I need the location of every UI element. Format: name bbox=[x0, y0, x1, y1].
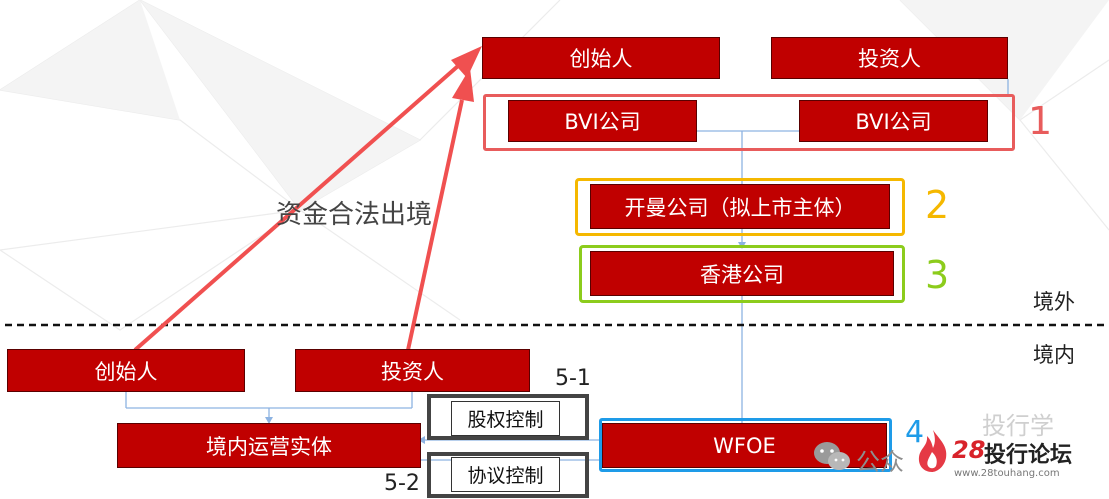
hongkong-company-box: 香港公司 bbox=[590, 251, 894, 296]
onshore-investor-box: 投资人 bbox=[295, 349, 530, 392]
capital-outflow-label: 资金合法出境 bbox=[276, 200, 433, 230]
arrow-head-investor bbox=[452, 68, 474, 102]
arrow-head-founder bbox=[451, 46, 482, 78]
wechat-icon bbox=[814, 442, 850, 470]
step-number-1: 1 bbox=[1028, 99, 1053, 143]
equity-control-frame bbox=[427, 394, 589, 440]
watermark-faint-text: 投行学 bbox=[982, 412, 1054, 440]
bvi-company-right-box: BVI公司 bbox=[799, 100, 988, 142]
cayman-company-box: 开曼公司（拟上市主体） bbox=[590, 184, 890, 229]
step1-frame bbox=[483, 94, 1015, 151]
operating-entity-box: 境内运营实体 bbox=[117, 423, 421, 468]
step-label-5-1: 5-1 bbox=[555, 366, 591, 391]
agreement-control-label: 协议控制 bbox=[451, 457, 560, 492]
watermark-url: www.28touhang.com bbox=[954, 468, 1060, 479]
step-label-5-2: 5-2 bbox=[384, 471, 420, 496]
step-number-2: 2 bbox=[925, 183, 950, 227]
offshore-investor-box: 投资人 bbox=[771, 37, 1008, 79]
watermark: 投行学 公众 28 投行论坛 www.28touhang.com bbox=[808, 412, 1108, 496]
watermark-forum-prefix: 28 bbox=[952, 436, 986, 464]
bvi-company-left-box: BVI公司 bbox=[508, 100, 697, 142]
step-number-3: 3 bbox=[925, 253, 950, 297]
watermark-account: 公众 bbox=[856, 448, 904, 476]
step4-frame bbox=[599, 418, 892, 472]
agreement-control-frame bbox=[427, 452, 589, 498]
equity-control-label: 股权控制 bbox=[451, 401, 560, 436]
step-number-4: 4 bbox=[905, 415, 925, 450]
offshore-founder-box: 创始人 bbox=[482, 37, 720, 79]
onshore-founder-box: 创始人 bbox=[7, 349, 245, 392]
region-label-onshore: 境内 bbox=[1033, 343, 1075, 367]
watermark-forum-name: 投行论坛 bbox=[984, 443, 1073, 468]
flame-logo-icon bbox=[918, 430, 947, 472]
step3-frame bbox=[579, 245, 905, 303]
step2-frame bbox=[575, 178, 905, 236]
region-label-offshore: 境外 bbox=[1033, 290, 1075, 314]
